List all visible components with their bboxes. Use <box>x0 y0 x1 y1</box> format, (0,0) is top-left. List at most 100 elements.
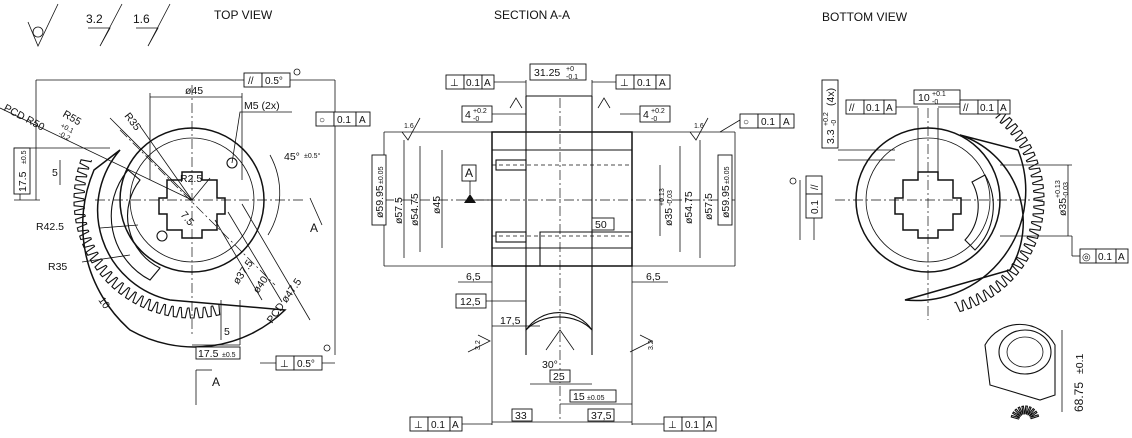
pcd50-tolerance-down: -0.2 <box>57 131 71 143</box>
par-vert-symbol: // <box>810 184 821 190</box>
roughness-bottom-left <box>467 334 491 353</box>
iso-hub-inner <box>1006 336 1044 368</box>
top-view-m5-hole-1 <box>226 157 238 169</box>
datum-a-triangle <box>464 194 476 203</box>
circ-right-symbol: ○ <box>743 117 749 128</box>
iso-gear-body <box>984 323 1056 401</box>
datum-a-label: A <box>465 166 473 180</box>
circ-fcf-datum-cell <box>355 111 371 127</box>
d25-box <box>549 369 571 383</box>
d17-5-section-label: 17,5 <box>500 315 521 327</box>
roughness-bottom-right-value: 3.2 <box>648 340 655 350</box>
bottom-view-gear-sector <box>904 134 1027 302</box>
d4-right-tol-up: +0.2 <box>651 108 665 115</box>
d31-25-tol-dn: -0.1 <box>566 74 578 81</box>
section-view-title: SECTION A-A <box>494 8 570 22</box>
d4-right-tol-dn: -0 <box>651 116 657 123</box>
roughness-symbol-circle <box>27 3 59 47</box>
d35-bottom-tol-up: +0.13 <box>1055 180 1062 198</box>
d45-section-label: ø45 <box>431 196 443 214</box>
section-mark-bottom: A <box>212 375 220 389</box>
angle-30-label: 30° <box>542 359 558 371</box>
r55-leader <box>109 117 193 201</box>
d35-section-label: ø35 <box>663 208 675 226</box>
par-vert-tol: 0.1 <box>810 200 821 214</box>
d10-bottom-box <box>913 89 961 105</box>
d35-bottom-label: ø35 <box>1057 198 1069 216</box>
conc-datum: A <box>1118 252 1125 263</box>
par-left-symbol: // <box>849 103 855 114</box>
m5-label: M5 (2x) <box>244 100 280 112</box>
d6-5-right-label: 6,5 <box>646 271 661 283</box>
d3-3-count: (4x) <box>825 88 837 106</box>
section-body-outline <box>491 131 633 267</box>
circ-right-datum: A <box>783 117 790 128</box>
roughness-bottom-left-value: 3.2 <box>475 340 482 350</box>
d31-25-label: 31.25 <box>534 67 560 79</box>
pcd50-label: PCD R50 <box>2 102 47 133</box>
d5-bottom-label: 5 <box>224 326 230 338</box>
angle-45-label: 45° <box>284 151 300 163</box>
d6-5-left-label: 6,5 <box>466 271 481 283</box>
perp-bottom-left-datum: A <box>452 420 459 431</box>
d12-5-label: 12,5 <box>460 296 481 308</box>
roughness-symbols: 3.2 1.6 <box>27 3 171 47</box>
gear-tooth-profile <box>1010 405 1040 420</box>
par-right-datum: A <box>1000 103 1007 114</box>
d17-5-bottom-box <box>195 346 241 360</box>
top-view: ø45 M5 (2x) R55 R35 PCD R50 +0.1 -0.2 R2… <box>0 68 371 405</box>
perp-bottom-left-symbol: ⊥ <box>414 420 423 431</box>
bottom-view-slot <box>964 174 994 251</box>
d37-5-label: 37,5 <box>591 410 612 422</box>
section-thread-bottom <box>495 231 527 243</box>
top-view-m5-hole-2 <box>156 230 168 242</box>
d10-bottom-tol-up: +0.1 <box>932 91 946 98</box>
circ-right-datum-cell <box>779 113 795 129</box>
top-view-slot <box>110 169 161 281</box>
conc-symbol: ◎ <box>1082 252 1091 263</box>
roughness-value-3-2: 3.2 <box>86 12 103 26</box>
d68-75-tol: ±0.1 <box>1074 353 1086 374</box>
d45-label: ø45 <box>185 85 203 97</box>
d40-dimension-line <box>227 211 283 303</box>
d33-box <box>511 408 533 422</box>
d57-5-left-label: ø57.5 <box>393 197 405 224</box>
d10-bottom-label: 10 <box>918 92 930 104</box>
par-right-tol: 0.1 <box>980 103 994 114</box>
d4-left-tol-up: +0.2 <box>473 108 487 115</box>
roughness-right-section-value: 1.6 <box>694 123 704 130</box>
top-view-gear-sector <box>81 149 287 348</box>
par-right-datum-cell <box>997 99 1011 115</box>
bottom-view: 10 +0.1 -0 // 0.1 A // 0.1 A 3.3 +0.2 -0… <box>789 79 1129 420</box>
r35b-label: R35 <box>48 261 67 273</box>
perp-bottom-left-tol: 0.1 <box>431 420 445 431</box>
perp-top-left-symbol: ⊥ <box>450 78 459 89</box>
d4-right-label: 4 <box>643 109 649 121</box>
bottom-view-title: BOTTOM VIEW <box>822 10 908 24</box>
d37-5-dimension-line <box>214 219 263 301</box>
top-view-diagonal-centerline <box>119 129 276 286</box>
d7-5-label: 7.5 <box>178 209 197 228</box>
d25-label: 25 <box>553 371 565 383</box>
d59-95-right-label: ø59.95 <box>720 185 732 218</box>
bottom-view-hub-circle <box>855 127 1001 273</box>
d15-box <box>569 389 617 403</box>
perp-top-right-datum-cell <box>655 74 671 90</box>
top-view-hub-circle <box>119 127 265 273</box>
d5-left-label: 5 <box>52 167 58 179</box>
d3-3-label: 3.3 <box>825 129 837 144</box>
d50-label: 50 <box>595 219 607 231</box>
circ-right-tol: 0.1 <box>761 117 775 128</box>
d3-3-tol-dn: -0 <box>831 120 838 126</box>
roughness-right-section <box>689 117 709 141</box>
r2-5-label: R2.5 <box>180 173 202 185</box>
section-thread-top <box>495 159 527 171</box>
d68-75-label: 68.75 <box>1072 382 1086 412</box>
perp-top-right-tol: 0.1 <box>637 78 651 89</box>
d54-75-left-label: ø54.75 <box>409 193 421 226</box>
angle-45-tolerance: ±0.5° <box>304 152 321 160</box>
isometric-view: 68.75 ±0.1 <box>984 323 1086 420</box>
roughness-bottom-right <box>629 334 653 353</box>
d17-5-bottom-label: 17.5 <box>198 348 219 360</box>
d57-5-right-label: ø57.5 <box>703 193 715 220</box>
